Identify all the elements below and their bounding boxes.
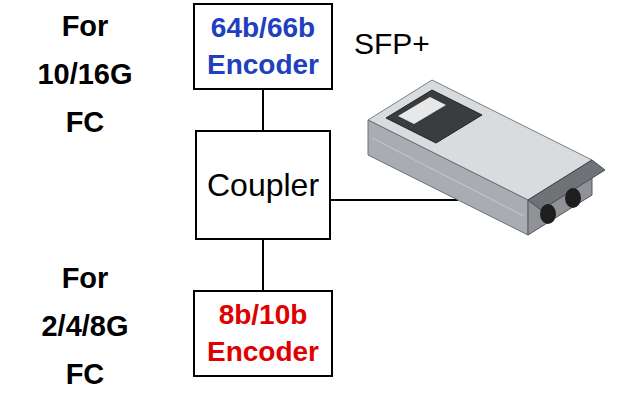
box-text: 64b/66b Encoder xyxy=(201,10,325,83)
connector-line xyxy=(262,240,264,290)
rate-label: For 2/4/8G FC xyxy=(25,254,145,398)
process-box: 8b/10b Encoder xyxy=(193,290,333,377)
rate-label: For 10/16G FC xyxy=(25,2,145,146)
module-label xyxy=(386,90,482,143)
bail-latch xyxy=(528,160,605,210)
process-box: 64b/66b Encoder xyxy=(193,3,333,90)
lc-port xyxy=(540,204,556,224)
coupler-wire xyxy=(330,199,458,201)
connector-line xyxy=(262,90,264,130)
module-label-stripe xyxy=(398,97,446,124)
lc-port xyxy=(565,188,581,208)
module-side xyxy=(368,120,528,235)
part-label: SFP+ xyxy=(354,26,474,62)
module-edge xyxy=(372,138,524,216)
box-text: Coupler xyxy=(207,166,319,204)
process-box: Coupler xyxy=(195,130,331,240)
box-text: 8b/10b Encoder xyxy=(201,297,325,370)
